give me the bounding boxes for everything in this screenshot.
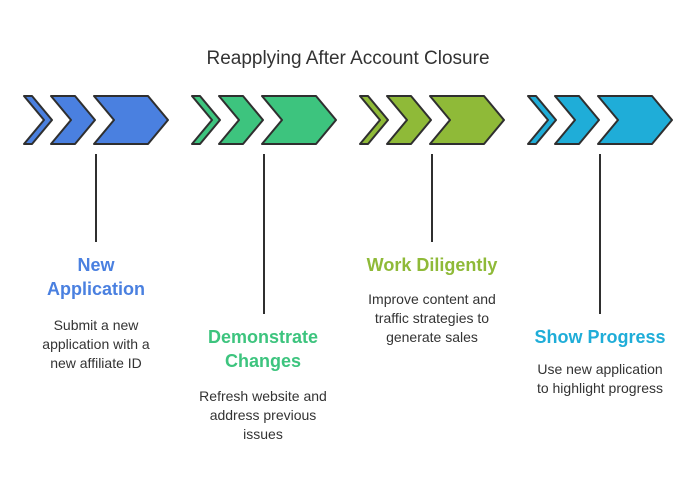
- step-4-chevron-2: [554, 95, 600, 145]
- step-3-chevron-2: [386, 95, 432, 145]
- step-3-desc-line-2: traffic strategies to: [374, 310, 490, 326]
- step-1-desc-line-3: new affiliate ID: [50, 355, 142, 371]
- step-2-title-line-2: Changes: [224, 351, 302, 371]
- step-1-desc-line-1: Submit a new: [53, 317, 139, 333]
- step-1-chevron-2: [50, 95, 96, 145]
- diagram-title: Reapplying After Account Closure: [206, 48, 490, 69]
- step-2-title: Demonstrate Changes: [183, 325, 343, 373]
- step-2-desc-line-3: issues: [243, 426, 283, 442]
- step-3-title: Work Diligently: [342, 253, 522, 277]
- step-4-chevron-1: [527, 95, 557, 145]
- step-3-desc-line-3: generate sales: [386, 329, 478, 345]
- step-4-title: Show Progress: [515, 325, 685, 349]
- step-4-desc-line-1: Use new application: [537, 361, 663, 377]
- step-2-desc-line-1: Refresh website and: [199, 388, 327, 404]
- step-3-description: Improve content and traffic strategies t…: [352, 290, 512, 347]
- step-4-title-line-1: Show Progress: [534, 327, 666, 347]
- step-2-chevron-1: [191, 95, 221, 145]
- step-1-title-line-2: Application: [47, 279, 145, 299]
- step-3-desc-line-1: Improve content and: [368, 291, 496, 307]
- step-2-chevron-3: [261, 95, 337, 145]
- step-2-chevron-2: [218, 95, 264, 145]
- step-1-desc-line-2: application with a: [42, 336, 150, 352]
- step-1-title: New Application: [26, 253, 166, 301]
- step-4-description: Use new application to highlight progres…: [515, 360, 685, 398]
- step-1-description: Submit a new application with a new affi…: [16, 316, 176, 373]
- step-2-desc-line-2: address previous: [209, 407, 317, 423]
- step-3-chevron-3: [429, 95, 505, 145]
- step-1-chevron-3: [93, 95, 169, 145]
- step-1-title-line-1: New: [77, 255, 115, 275]
- step-1-chevron-1: [23, 95, 53, 145]
- step-4-desc-line-2: to highlight progress: [536, 380, 664, 396]
- step-3-chevron-1: [359, 95, 389, 145]
- step-4-chevron-3: [597, 95, 673, 145]
- step-2-description: Refresh website and address previous iss…: [183, 387, 343, 444]
- step-2-title-line-1: Demonstrate: [207, 327, 319, 347]
- step-3-title-line-1: Work Diligently: [366, 255, 498, 275]
